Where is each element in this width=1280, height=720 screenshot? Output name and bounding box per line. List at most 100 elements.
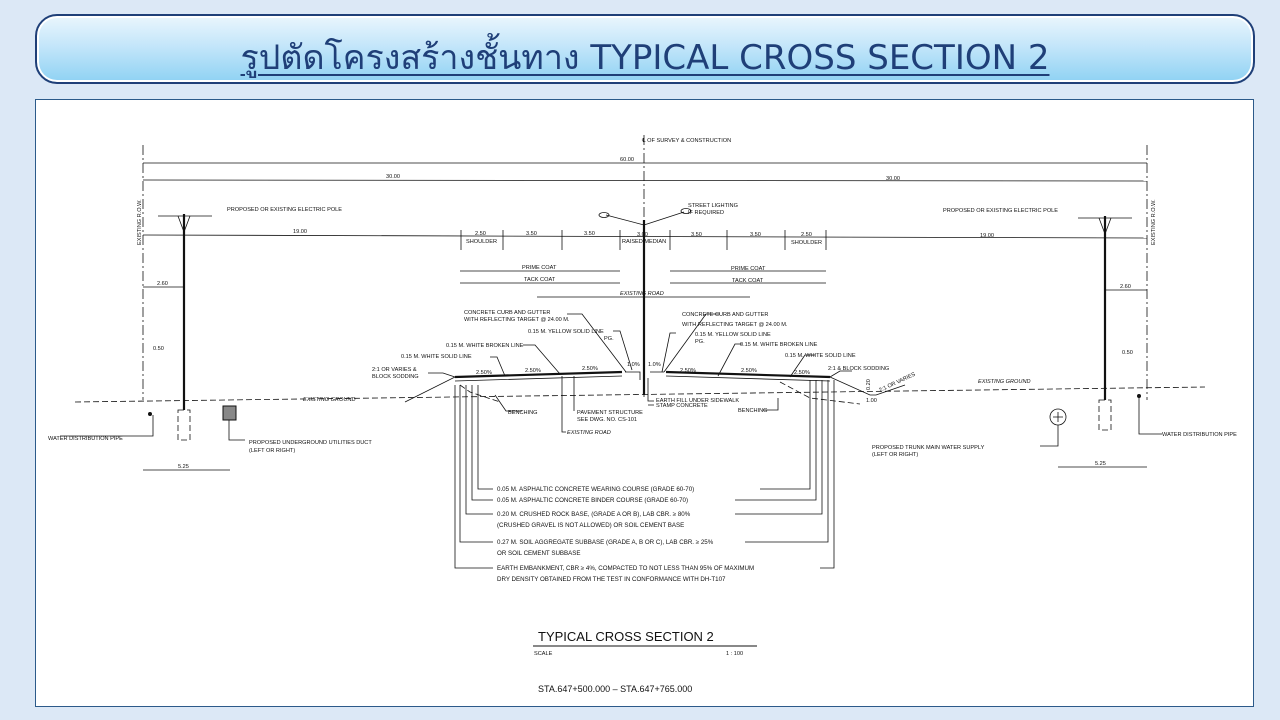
benching-left: BENCHING <box>508 410 538 416</box>
slope-3: 2.50% <box>582 366 598 372</box>
tack-coat-right: TACK COAT <box>732 278 764 284</box>
pavement-label: PAVEMENT STRUCTURE <box>577 410 643 416</box>
slope-2: 2.50% <box>525 368 541 374</box>
earth-fill-label: EARTH FILL UNDER SIDEWALK <box>656 398 739 404</box>
water-pipe-label-left: WATER DISTRIBUTION PIPE <box>48 436 123 442</box>
dim-total-label: 60.00 <box>620 157 634 163</box>
dim-lane3: 3.50 <box>691 232 702 238</box>
water-pipe-icon-right <box>1137 394 1141 398</box>
scale-value: 1 : 100 <box>726 651 743 657</box>
slide-title: รูปตัดโครงสร้างชั้นทาง TYPICAL CROSS SEC… <box>240 38 1050 78</box>
title-banner: รูปตัดโครงสร้างชั้นทาง TYPICAL CROSS SEC… <box>35 14 1255 84</box>
slope-6: 2.50% <box>794 370 810 376</box>
existing-ground-left: EXISTING GROUND <box>303 397 356 403</box>
annotation-leaders <box>60 313 1162 447</box>
note-base: 0.20 M. CRUSHED ROCK BASE, (GRADE A OR B… <box>497 511 691 518</box>
slope-varies-label: 2:1 OR VARIES <box>878 372 916 394</box>
curb-label-left: CONCRETE CURB AND GUTTER <box>464 310 550 316</box>
dim-half <box>142 179 1148 182</box>
dim-side-left: 19.00 <box>293 229 307 235</box>
dim-lane2: 3.50 <box>584 231 595 237</box>
row-label-left: EXISTING R.O.W. <box>137 199 143 245</box>
stamp-concrete-label: STAMP CONCRETE <box>656 403 708 409</box>
label-shoulder-left: SHOULDER <box>466 239 497 245</box>
curb-label-left-2: WITH REFLECTING TARGET @ 24.00 M. <box>464 317 570 323</box>
trunk-label-2: (LEFT OR RIGHT) <box>872 452 918 458</box>
slope-left-label-2: BLOCK SODDING <box>372 374 419 380</box>
trunk-main-icon <box>1049 408 1067 426</box>
electric-pole-label-left: PROPOSED OR EXISTING ELECTRIC POLE <box>227 207 342 213</box>
dim-offset-left: 0.50 <box>153 346 164 352</box>
note-wearing-course: 0.05 M. ASPHALTIC CONCRETE WEARING COURS… <box>497 486 694 493</box>
benching-right: BENCHING <box>738 408 768 414</box>
scale-label: SCALE <box>534 651 553 657</box>
pg-left: PG. <box>604 336 614 342</box>
dim-offset-right: 0.50 <box>1122 350 1133 356</box>
tack-coat-left: TACK COAT <box>524 277 556 283</box>
layer-leaders <box>454 380 835 569</box>
street-lighting-label-2: IF REQUIRED <box>688 210 724 216</box>
electric-pole-right <box>1078 216 1132 431</box>
dim-shoulder-right: 2.50 <box>801 232 812 238</box>
duct-label: PROPOSED UNDERGROUND UTILITIES DUCT <box>249 440 372 446</box>
median-slope-right: 1.0% <box>648 362 661 368</box>
existing-road-top: EXISTING ROAD <box>620 291 664 297</box>
label-shoulder-right: SHOULDER <box>791 240 822 246</box>
slope-1: 2.50% <box>476 370 492 376</box>
segment-ticks <box>460 230 827 250</box>
dim-lane4: 3.50 <box>750 232 761 238</box>
section-title: TYPICAL CROSS SECTION 2 <box>538 629 714 644</box>
row-label-right: EXISTING R.O.W. <box>1151 199 1157 245</box>
water-pipe-icon-left <box>148 412 152 416</box>
existing-road-bottom: EXISTING ROAD <box>567 430 611 436</box>
electric-pole-label-right: PROPOSED OR EXISTING ELECTRIC POLE <box>943 208 1058 214</box>
centerline-label: ℄ OF SURVEY & CONSTRUCTION <box>641 138 731 144</box>
slope-left-label: 2:1 OR VARIES & <box>372 367 417 373</box>
dim-ditch-depth: 0.20 <box>866 379 872 390</box>
dim-half-right: 30.00 <box>886 176 900 182</box>
road-profile <box>404 370 906 405</box>
dim-side-right: 19.00 <box>980 233 994 239</box>
curb-label-right: CONCRETE CURB AND GUTTER <box>682 312 768 318</box>
note-subbase: 0.27 M. SOIL AGGREGATE SUBBASE (GRADE A,… <box>497 539 714 546</box>
street-light <box>598 208 692 395</box>
existing-ground-right: EXISTING GROUND <box>978 379 1031 385</box>
water-pipe-label-right: WATER DISTRIBUTION PIPE <box>1162 432 1237 438</box>
note-base-2: (CRUSHED GRAVEL IS NOT ALLOWED) OR SOIL … <box>497 522 684 529</box>
note-binder-course: 0.05 M. ASPHALTIC CONCRETE BINDER COURSE… <box>497 497 688 504</box>
dim-pipe-left: 5.25 <box>178 464 189 470</box>
existing-ground-line <box>74 386 1206 403</box>
dim-lane1: 3.50 <box>526 231 537 237</box>
slope-right-label: 2:1 & BLOCK SODDING <box>828 366 889 372</box>
electric-pole-left <box>158 214 212 441</box>
drawing-frame <box>35 99 1254 707</box>
yellow-line-left: 0.15 M. YELLOW SOLID LINE <box>528 329 604 335</box>
note-embankment: EARTH EMBANKMENT, CBR ≥ 4%, COMPACTED TO… <box>497 565 754 572</box>
dim-pole-right: 2.60 <box>1120 284 1131 290</box>
note-embankment-2: DRY DENSITY OBTAINED FROM THE TEST IN CO… <box>497 576 726 583</box>
curb-label-right-2: WITH REFLECTING TARGET @ 24.00 M. <box>682 322 788 328</box>
pavement-label-2: SEE DWG. NO. CS-101 <box>577 417 637 423</box>
street-lighting-label: STREET LIGHTING <box>688 203 738 209</box>
prime-coat-right: PRIME COAT <box>731 266 766 272</box>
slope-4: 2.50% <box>680 368 696 374</box>
utility-duct-icon <box>222 405 237 421</box>
slope-5: 2.50% <box>741 368 757 374</box>
white-solid-right: 0.15 M. WHITE SOLID LINE <box>785 353 856 359</box>
prime-coat-left: PRIME COAT <box>522 265 557 271</box>
dim-median: 3.00 <box>637 232 648 238</box>
dim-pole-left: 2.60 <box>157 281 168 287</box>
pg-right: PG. <box>695 339 705 345</box>
dim-pipe-right: 5.25 <box>1095 461 1106 467</box>
dim-ditch: 1.00 <box>866 398 877 404</box>
white-broken-right: 0.15 M. WHITE BROKEN LINE <box>740 342 818 348</box>
median-slope-left: 1.0% <box>627 362 640 368</box>
dim-half-left: 30.00 <box>386 174 400 180</box>
yellow-line-right: 0.15 M. YELLOW SOLID LINE <box>695 332 771 338</box>
trunk-label: PROPOSED TRUNK MAIN WATER SUPPLY <box>872 445 985 451</box>
note-subbase-2: OR SOIL CEMENT SUBBASE <box>497 550 581 557</box>
white-solid-left: 0.15 M. WHITE SOLID LINE <box>401 354 472 360</box>
duct-label-2: (LEFT OR RIGHT) <box>249 448 295 454</box>
white-broken-left: 0.15 M. WHITE BROKEN LINE <box>446 343 524 349</box>
dim-shoulder-left: 2.50 <box>475 231 486 237</box>
